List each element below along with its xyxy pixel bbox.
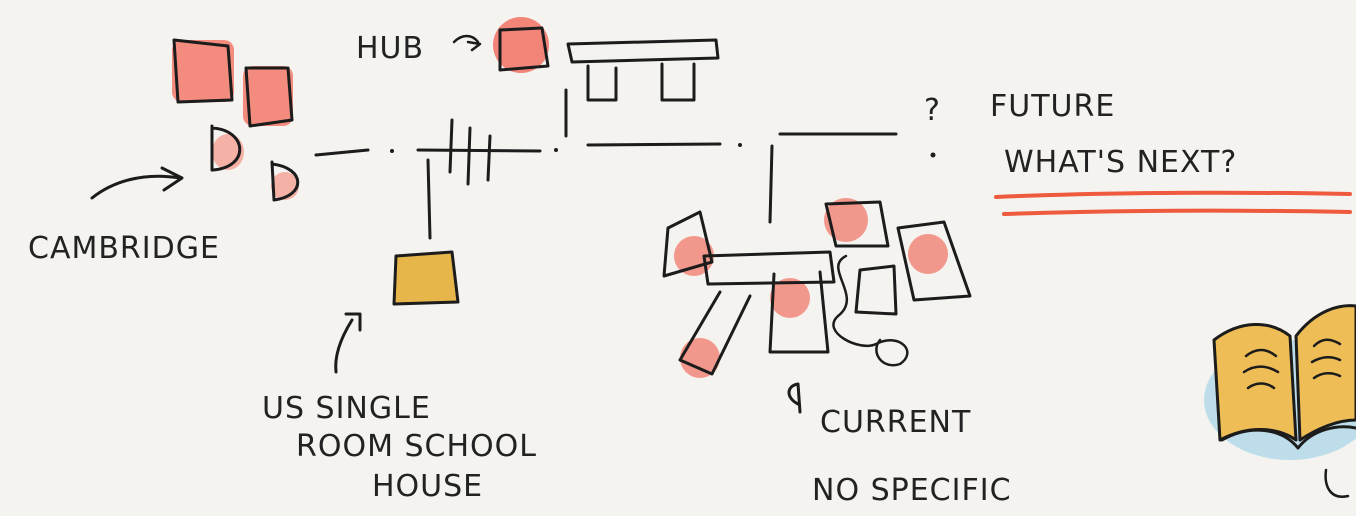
house-label: HOUSE [372,469,483,504]
us-single-label: US SINGLE [262,391,431,426]
arrow-icon-school [336,320,352,372]
open-book-icon [1204,306,1356,497]
hub-label: HUB [356,31,424,66]
question-mark: ? [924,93,941,128]
cambridge-buildings [172,40,299,200]
hub-building [493,17,549,73]
current-label: CURRENT [820,405,971,440]
arrow-icon-current [789,384,800,412]
current-cluster [664,198,970,378]
arrow-icon-head [162,168,182,190]
drop-line-school [428,160,430,238]
underline-top [996,193,1350,197]
underline-bottom [1004,211,1350,214]
building-1 [172,40,234,102]
cambridge-label: CAMBRIDGE [28,231,220,266]
whats-next-label: WHAT'S NEXT? [1004,145,1237,180]
no-specific-label: NO SPECIFIC [812,473,1012,508]
hub-arrow-icon [454,36,480,50]
future-label: FUTURE [990,89,1115,124]
drop-line-current [770,146,772,222]
school-house [394,252,458,304]
hub-long-building [566,40,718,136]
room-school-label: ROOM SCHOOL [296,429,537,464]
